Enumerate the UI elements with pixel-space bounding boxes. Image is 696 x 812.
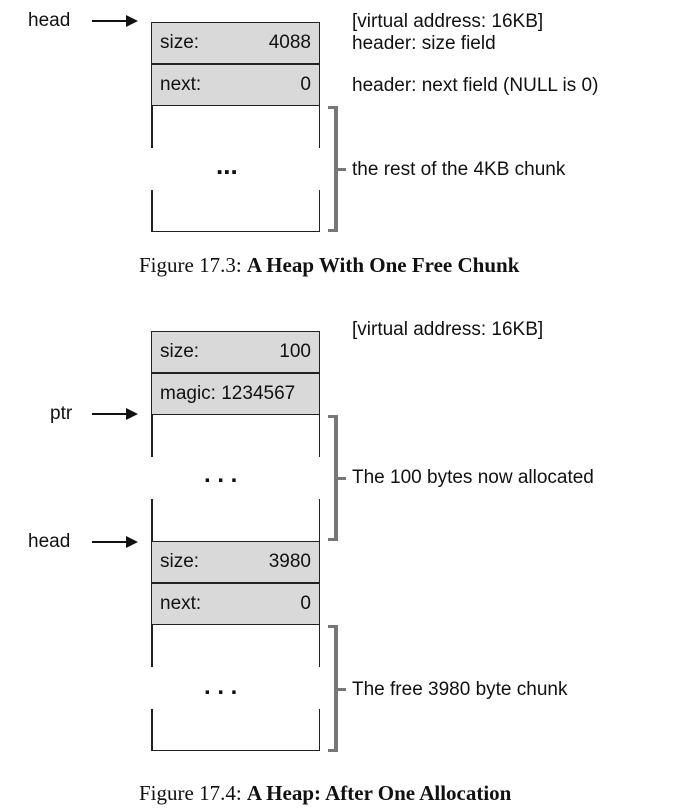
figure-caption: Figure 17.4: A Heap: After One Allocatio…	[139, 781, 511, 806]
figure-caption: Figure 17.3: A Heap With One Free Chunk	[139, 253, 519, 278]
allocated-right-wall-bottom	[318, 499, 320, 541]
chunk-left-wall-bottom	[151, 190, 153, 232]
free-bracket	[334, 625, 338, 752]
allocated-left-wall-bottom	[151, 499, 153, 541]
free-next-field-cell: next: 0	[151, 583, 320, 625]
ptr-pointer-label: ptr	[50, 403, 73, 424]
chunk-bottom-edge	[151, 230, 320, 232]
magic-field-cell: magic: 1234567	[151, 373, 320, 415]
magic-field-label: magic: 1234567	[160, 383, 296, 404]
free-chunk-note: The free 3980 byte chunk	[352, 679, 568, 700]
next-field-cell: next: 0	[151, 64, 320, 106]
free-size-field-label: size:	[160, 551, 200, 572]
free-left-wall-bottom	[151, 709, 153, 751]
head-arrow-icon	[92, 13, 138, 29]
caption-title: A Heap With One Free Chunk	[246, 253, 520, 277]
head-pointer-label: head	[28, 10, 71, 31]
free-size-field-cell: size: 3980	[151, 541, 320, 583]
size-field-label: size:	[160, 341, 200, 362]
free-left-wall-top	[151, 625, 153, 667]
free-next-field-label: next:	[160, 593, 202, 614]
next-field-label: next:	[160, 74, 202, 95]
allocated-bracket	[334, 415, 338, 541]
chunk-right-wall-bottom	[318, 190, 320, 232]
free-right-wall-bottom	[318, 709, 320, 751]
address-note: [virtual address: 16KB]	[352, 319, 544, 340]
allocated-right-wall-top	[318, 415, 320, 457]
size-field-cell: size: 100	[151, 331, 320, 373]
rest-of-chunk-note: the rest of the 4KB chunk	[352, 159, 566, 180]
free-size-field-value: 3980	[268, 551, 311, 572]
caption-number: Figure 17.3:	[139, 253, 247, 277]
ellipsis: . . .	[204, 673, 238, 700]
head-pointer-label: head	[28, 531, 71, 552]
next-field-value: 0	[300, 74, 311, 95]
ptr-arrow-icon	[92, 406, 138, 422]
ellipsis: . . .	[204, 461, 238, 488]
caption-title: A Heap: After One Allocation	[246, 781, 512, 805]
chunk-left-wall-top	[151, 106, 153, 148]
chunk-bracket	[334, 106, 338, 232]
head-arrow-icon	[92, 534, 138, 550]
free-bottom-edge	[151, 749, 320, 751]
caption-number: Figure 17.4:	[139, 781, 247, 805]
size-field-label: size:	[160, 32, 200, 53]
allocated-left-wall-top	[151, 415, 153, 457]
allocated-note: The 100 bytes now allocated	[352, 467, 594, 488]
free-next-field-value: 0	[300, 593, 311, 614]
size-field-value: 4088	[268, 32, 311, 53]
chunk-right-wall-top	[318, 106, 320, 148]
free-right-wall-top	[318, 625, 320, 667]
address-note: [virtual address: 16KB]	[352, 11, 544, 32]
size-field-cell: size: 4088	[151, 22, 320, 64]
ellipsis: ...	[216, 150, 238, 180]
size-field-note: header: size field	[352, 33, 496, 54]
next-field-note: header: next field (NULL is 0)	[352, 75, 599, 96]
size-field-value: 100	[279, 341, 311, 362]
